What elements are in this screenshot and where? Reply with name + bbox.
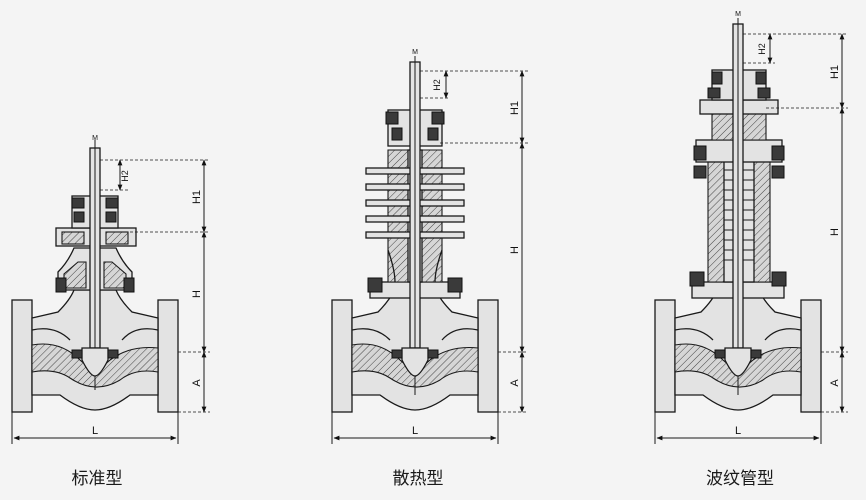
bonnet-bolt-left [55, 277, 67, 293]
label-m: M [92, 135, 98, 142]
label-h: H [191, 290, 203, 298]
figure-bellows: M H2 H1 H A L 波纹管型 [654, 11, 848, 489]
flow-passage-section [674, 343, 802, 388]
left-flange [11, 299, 33, 413]
left-flange [654, 299, 676, 413]
label-h1: H1 [509, 101, 521, 115]
label-h2: H2 [432, 79, 442, 91]
figure-standard: M H2 H1 H A L 标准型 [11, 135, 210, 489]
flow-passage-section [31, 343, 159, 388]
right-flange [800, 299, 822, 413]
label-m: M [412, 49, 418, 56]
label-m: M [735, 11, 741, 18]
label-h: H [509, 246, 521, 254]
caption-heat-dissipating: 散热型 [393, 469, 444, 489]
right-flange [157, 299, 179, 413]
caption-bellows: 波纹管型 [706, 469, 774, 489]
bonnet-bolt-right [123, 277, 135, 293]
label-l: L [92, 425, 98, 437]
label-h1: H1 [829, 65, 841, 79]
label-a: A [191, 379, 203, 387]
right-flange [477, 299, 499, 413]
left-flange [331, 299, 353, 413]
label-h2: H2 [757, 43, 767, 55]
label-a: A [829, 379, 841, 387]
flow-passage-section [351, 343, 479, 388]
valve-plug [724, 347, 752, 377]
label-a: A [509, 379, 521, 387]
label-h1: H1 [191, 190, 203, 204]
valve-plug [401, 347, 429, 377]
label-l: L [412, 425, 418, 437]
label-h2: H2 [120, 170, 130, 182]
valve-plug [81, 347, 109, 377]
label-l: L [735, 425, 741, 437]
caption-standard: 标准型 [72, 469, 123, 489]
label-h: H [829, 228, 841, 236]
figure-heat-dissipating: M H2 H1 H A L 散热型 [331, 49, 528, 489]
